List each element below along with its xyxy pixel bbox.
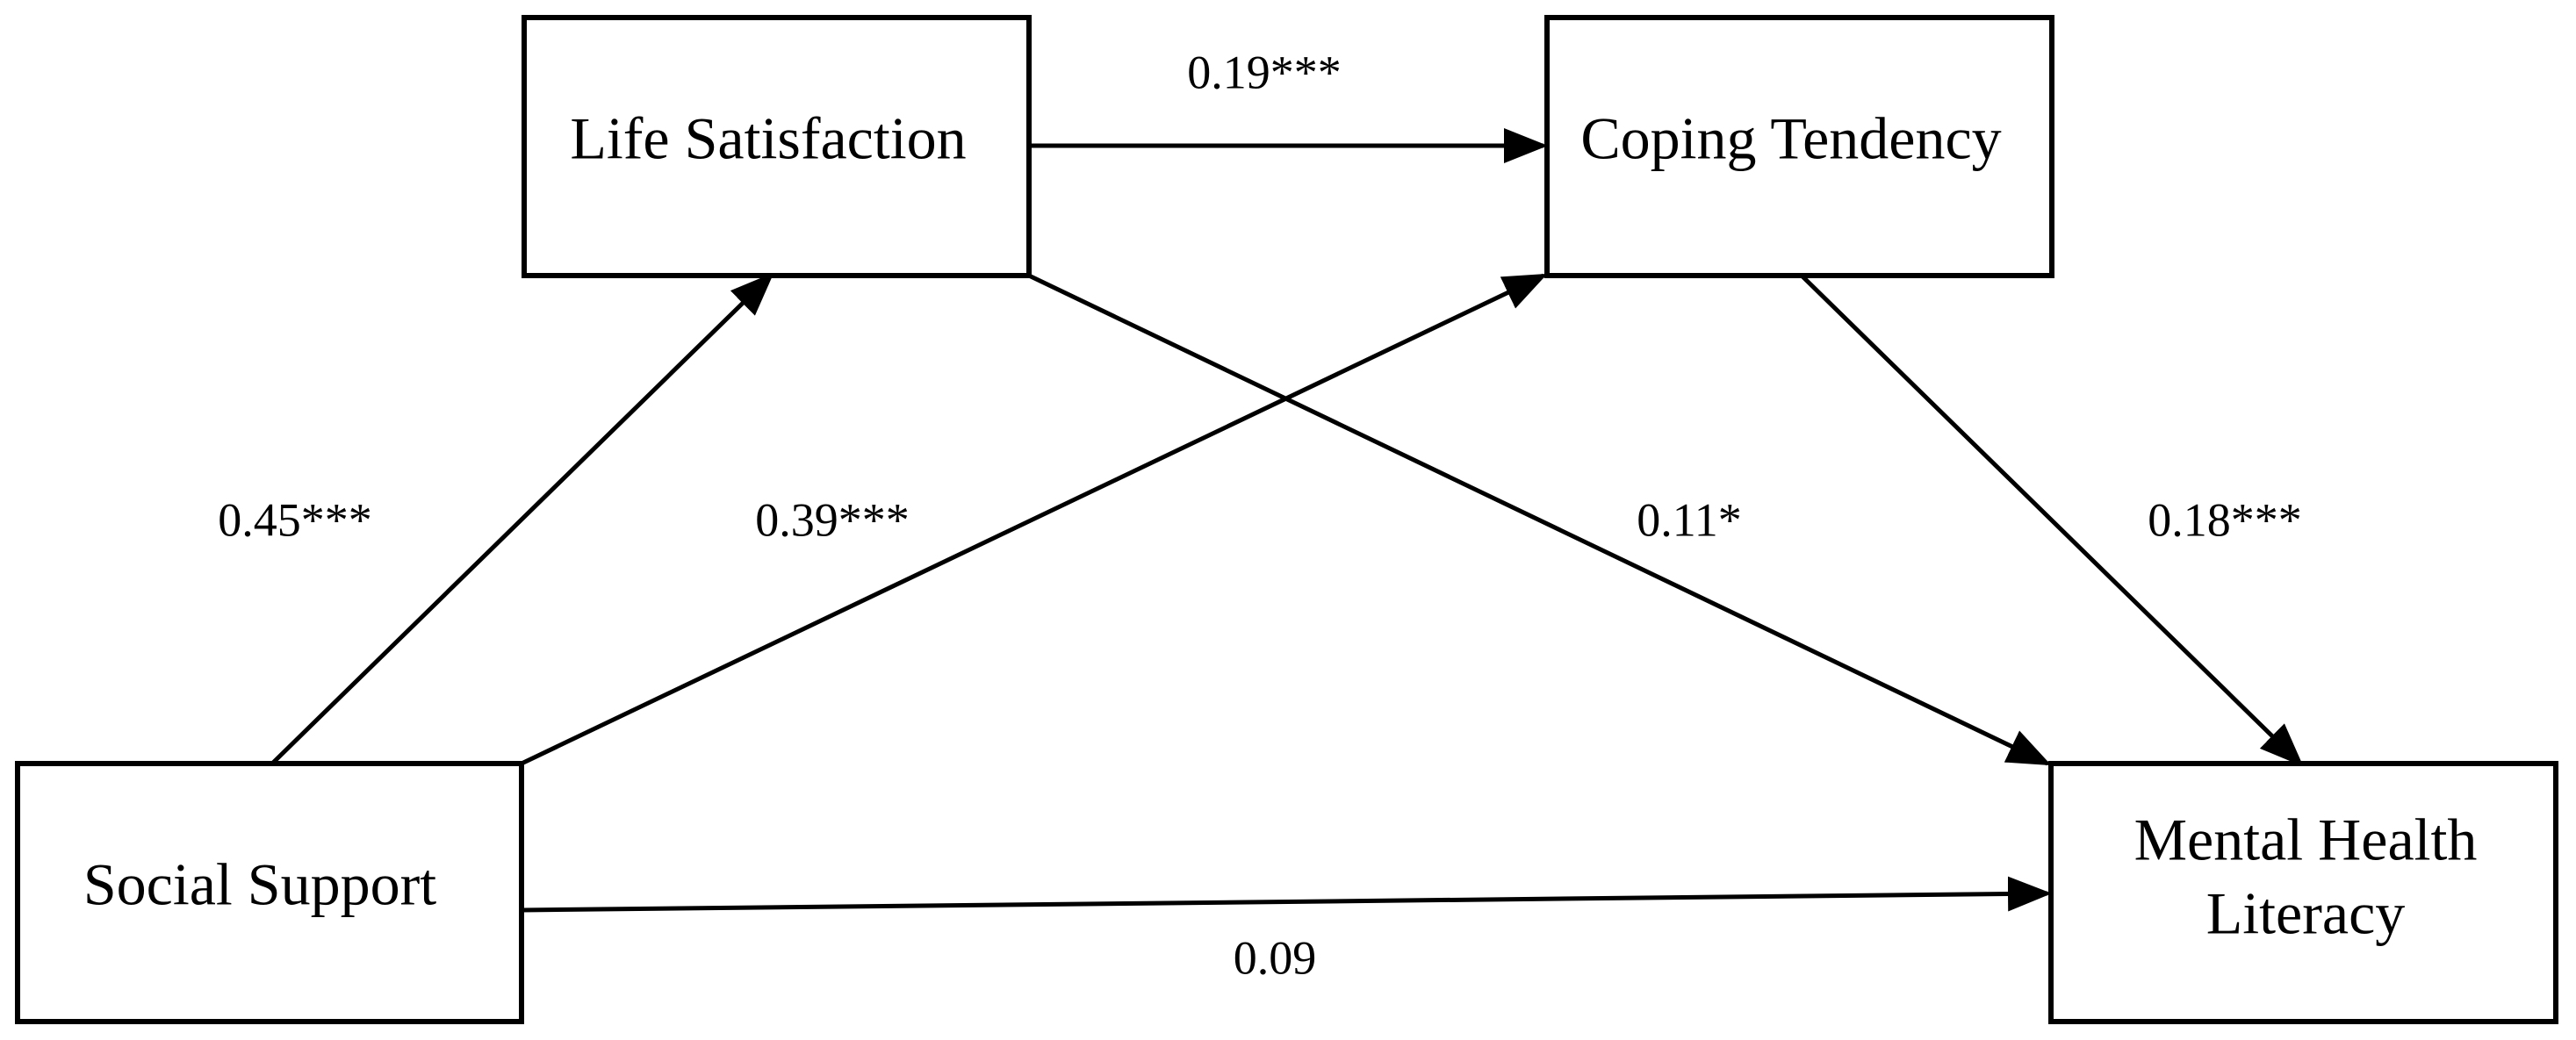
node-mental-health-literacy-label-line2: Literacy [2206, 880, 2406, 947]
coefficient-life-to-coping: 0.19*** [1187, 46, 1342, 98]
node-coping-tendency-label: Coping Tendency [1580, 105, 2001, 172]
node-mental-health-literacy: Mental Health Literacy [2048, 761, 2558, 1024]
arrow-coping-to-mental [1800, 274, 2304, 767]
coefficient-coping-to-mental: 0.18*** [2148, 493, 2302, 546]
arrow-life-to-mental [1027, 273, 2052, 766]
node-coping-tendency: Coping Tendency [1544, 15, 2054, 278]
coefficient-social-to-coping: 0.39*** [755, 493, 910, 546]
node-life-satisfaction: Life Satisfaction [522, 15, 1032, 278]
arrow-social-to-mental [521, 876, 2052, 913]
arrow-social-to-life [270, 272, 774, 765]
node-life-satisfaction-label: Life Satisfaction [570, 105, 966, 172]
node-mental-health-literacy-label-line1: Mental Health [2134, 807, 2478, 873]
coefficient-life-to-mental: 0.11* [1637, 493, 1742, 546]
node-social-support-label: Social Support [83, 851, 436, 918]
coefficient-social-to-mental: 0.09 [1234, 931, 1317, 984]
node-social-support: Social Support [15, 761, 524, 1024]
coefficient-social-to-life: 0.45*** [218, 493, 372, 546]
arrow-social-to-coping [520, 273, 1548, 766]
